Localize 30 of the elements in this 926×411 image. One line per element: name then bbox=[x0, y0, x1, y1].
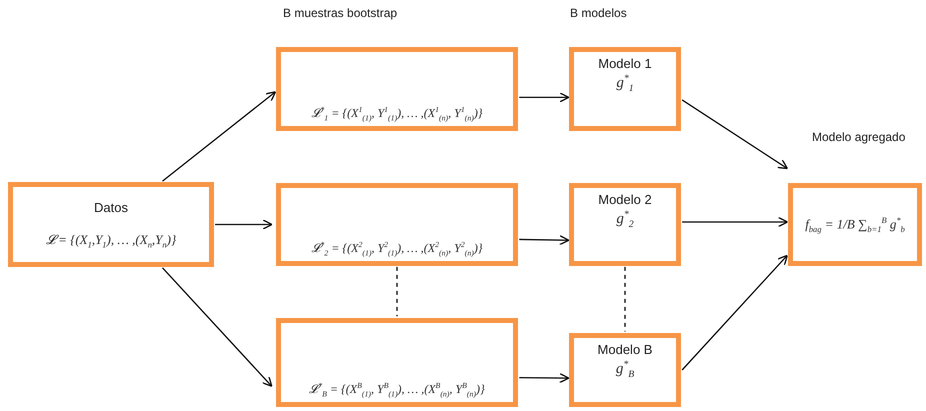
column-heading: B muestras bootstrap bbox=[283, 6, 398, 20]
formula: 𝓛 = {(X$_{1}$,Y$_{1}$), … ,(X$_{n}$,Y$_{n}$)} bbox=[46, 232, 176, 250]
arrow bbox=[519, 92, 570, 103]
box-heading: Modelo 1 bbox=[598, 56, 652, 71]
node-caption: Modelo agregado bbox=[812, 130, 906, 144]
arrow bbox=[519, 234, 570, 246]
box-heading: Modelo 2 bbox=[598, 192, 652, 207]
box-heading: Modelo B bbox=[598, 342, 652, 357]
arrow bbox=[215, 219, 273, 230]
formula: 𝓛$^{*}$$_{B}$ = {(X$^{B}$$_{(1)}$, Y$^{B}$$_{(1)}$), … ,(X$^{B}$$_{(n)}$, Y$^{B}$$_{(n)}$)} bbox=[309, 380, 485, 398]
arrow bbox=[162, 91, 276, 182]
process-box bbox=[276, 318, 518, 407]
column-heading: B modelos bbox=[570, 6, 627, 20]
dashed-line bbox=[624, 266, 626, 332]
formula: 𝓛$^{*}$$_{1}$ = {(X$^{1}$$_{(1)}$, Y$^{1}$$_{(1)}$), … ,(X$^{1}$$_{(n)}$, Y$^{1}$$_{(n)}$)} bbox=[311, 104, 483, 122]
process-box bbox=[8, 182, 214, 267]
arrow bbox=[682, 99, 788, 170]
process-box bbox=[569, 47, 681, 131]
arrow bbox=[682, 254, 788, 370]
arrow bbox=[682, 216, 788, 228]
arrow bbox=[519, 372, 570, 384]
formula: 𝓛$^{*}$$_{2}$ = {(X$^{2}$$_{(1)}$, Y$^{2}$$_{(1)}$), … ,(X$^{2}$$_{(n)}$, Y$^{2}$$_{(n)}$)} bbox=[311, 240, 483, 257]
arrow bbox=[162, 267, 272, 387]
process-box bbox=[276, 47, 518, 131]
process-box bbox=[569, 183, 681, 266]
process-box bbox=[276, 183, 518, 266]
dashed-line bbox=[396, 266, 398, 316]
box-heading: Datos bbox=[94, 200, 128, 215]
process-box bbox=[569, 333, 681, 407]
process-box bbox=[788, 183, 922, 266]
